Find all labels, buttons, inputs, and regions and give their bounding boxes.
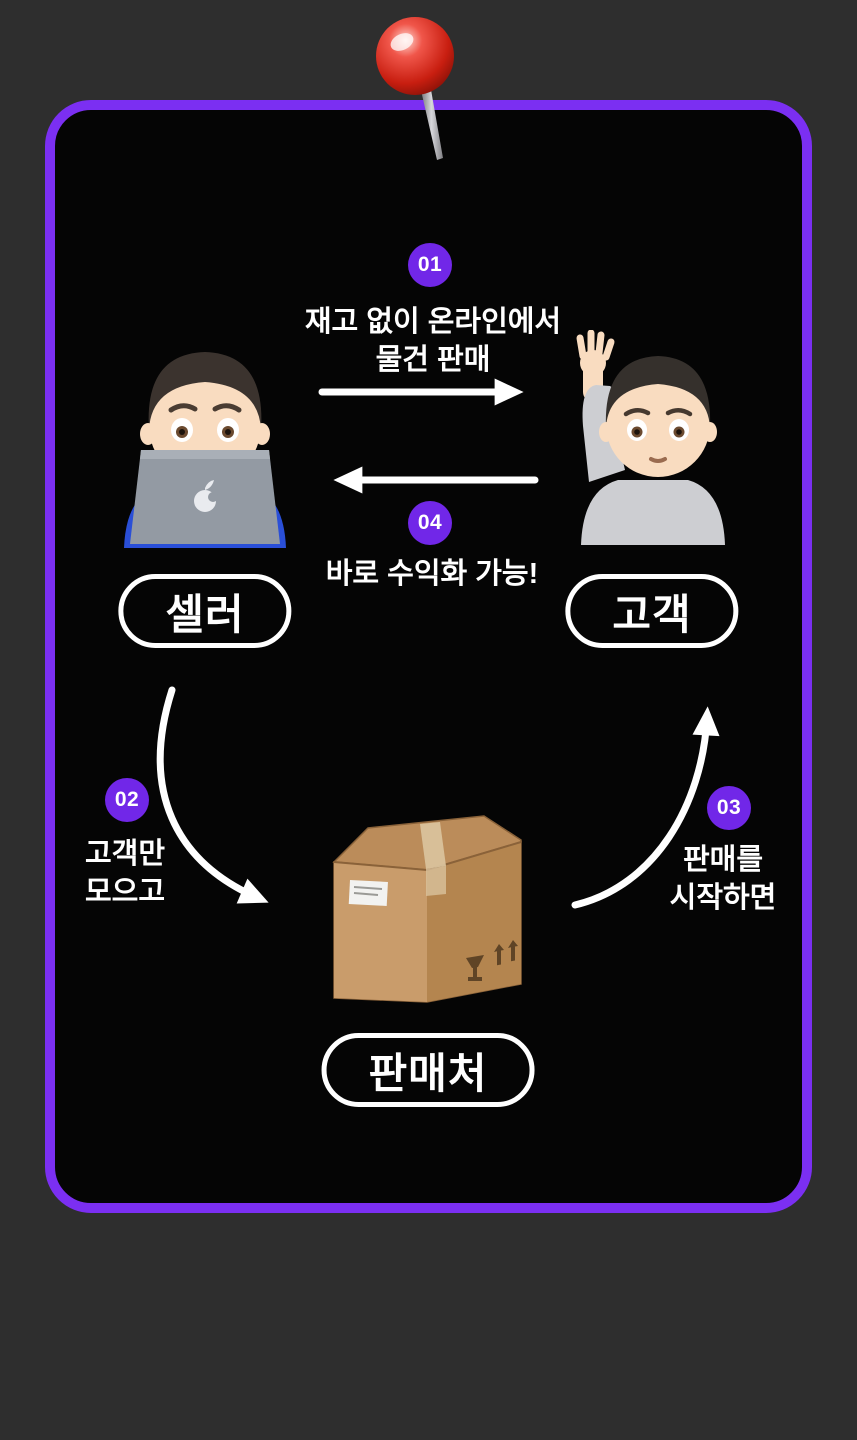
step-text-04-line1: 바로 수익화 가능! — [325, 558, 539, 590]
node-vendor: 판매처 — [321, 1033, 535, 1107]
step-text-01: 재고 없이 온라인에서 물건 판매 — [305, 303, 561, 379]
step-text-03: 판매를 시작하면 — [670, 841, 777, 917]
pushpin-icon — [358, 14, 478, 166]
node-seller: 셀러 — [118, 574, 292, 648]
step-badge-02: 02 — [105, 778, 149, 822]
seller-emoji-icon — [116, 338, 294, 548]
step-badge-03: 03 — [707, 786, 751, 830]
step-text-04: 바로 수익화 가능! — [326, 555, 539, 593]
step-text-02-line2: 모으고 — [84, 876, 166, 908]
step-badge-04: 04 — [408, 501, 452, 545]
step-text-01-line1: 재고 없이 온라인에서 — [304, 306, 562, 338]
step-text-01-line2: 물건 판매 — [375, 344, 491, 376]
step-text-02-line1: 고객만 — [84, 838, 166, 870]
step-text-02: 고객만 모으고 — [85, 835, 165, 911]
customer-emoji-icon — [563, 330, 743, 545]
step-text-03-line1: 판매를 — [682, 844, 764, 876]
node-customer: 고객 — [565, 574, 739, 648]
vendor-box-emoji-icon — [328, 812, 526, 1004]
step-text-03-line2: 시작하면 — [669, 882, 777, 914]
step-badge-01: 01 — [408, 243, 452, 287]
